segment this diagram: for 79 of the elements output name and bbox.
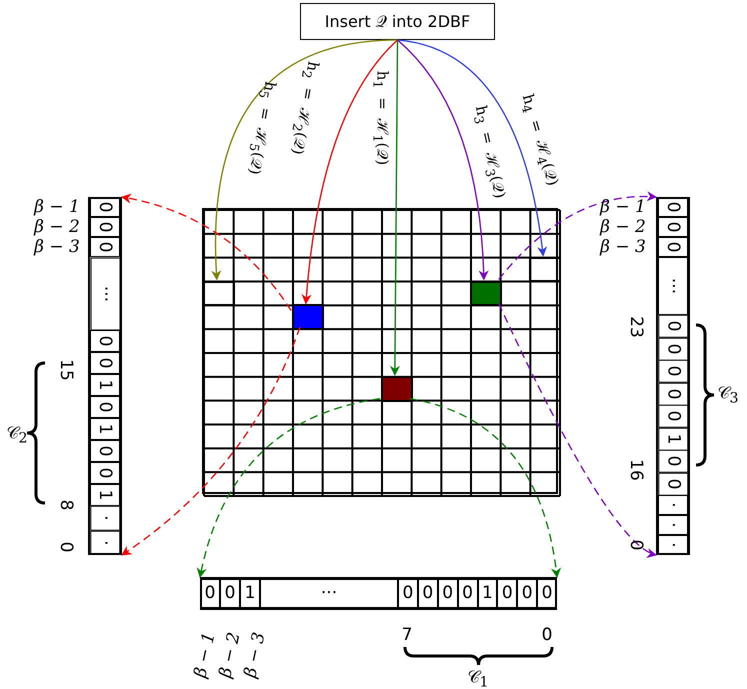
brace-label: 𝒞$_{1}$ xyxy=(468,667,488,689)
bit-array xyxy=(88,197,122,555)
filled-cell xyxy=(292,304,324,330)
bit-cell: 0 xyxy=(658,217,688,237)
bit-cell: ··· xyxy=(658,257,688,315)
bit-array xyxy=(200,577,557,610)
bit-index: β − 2 xyxy=(600,217,646,237)
arrow xyxy=(397,40,488,280)
bit-cell: 0 xyxy=(90,396,120,418)
bit-index: 23 xyxy=(626,316,646,338)
dashed-arrow xyxy=(410,398,561,578)
bit-cell: 0 xyxy=(497,579,518,608)
bit-cell: 1 xyxy=(658,428,688,450)
bit-cell: 0 xyxy=(537,579,555,608)
arrow xyxy=(302,40,398,304)
grid-cell xyxy=(203,280,235,306)
bit-cell: 0 xyxy=(658,338,688,360)
filled-cell xyxy=(470,280,502,306)
arrow xyxy=(390,40,400,376)
bit-cell: 0 xyxy=(658,382,688,405)
bit-cell: 0 xyxy=(220,579,240,608)
bit-cell: 1 xyxy=(90,418,120,440)
bit-index: β − 2 xyxy=(34,217,80,237)
bit-grid xyxy=(202,208,558,494)
bit-cell: 0 xyxy=(458,579,478,608)
bit-cell: · xyxy=(658,535,688,553)
dashed-arrow xyxy=(121,326,300,556)
brace-label: 𝒞$_{3}$ xyxy=(718,383,738,407)
bit-cell: · xyxy=(90,530,120,553)
bit-cell: 1 xyxy=(90,374,120,396)
bit-cell: 0 xyxy=(658,450,688,472)
bit-cell: 0 xyxy=(517,579,538,608)
dashed-arrow xyxy=(197,398,380,578)
bit-cell: 0 xyxy=(438,579,458,608)
bit-cell: 1 xyxy=(90,484,120,506)
bit-cell: 0 xyxy=(418,579,438,608)
bit-index: 7 xyxy=(402,625,412,645)
bit-cell: ··· xyxy=(260,579,398,608)
bit-cell: 0 xyxy=(90,199,120,217)
bit-cell: 0 xyxy=(90,237,120,257)
bit-cell: 0 xyxy=(658,315,688,338)
bit-cell: 0 xyxy=(658,472,688,495)
bit-cell: 0 xyxy=(658,199,688,217)
bit-index: 0 xyxy=(626,540,646,550)
bit-cell: · xyxy=(658,495,688,515)
bit-cell: 1 xyxy=(478,579,498,608)
brace-label: 𝒞$_{2}$ xyxy=(6,423,28,447)
bit-array xyxy=(656,197,690,555)
bit-cell: 0 xyxy=(90,440,120,462)
bit-cell: 0 xyxy=(90,330,120,352)
grid-cell xyxy=(529,256,561,282)
bit-cell: · xyxy=(658,515,688,535)
bit-index: 0 xyxy=(56,542,76,552)
filled-cell xyxy=(381,376,413,402)
bit-cell: 0 xyxy=(90,217,120,237)
arrow xyxy=(212,39,398,280)
bit-index: β − 3 xyxy=(34,237,80,257)
bit-cell: 0 xyxy=(90,462,120,484)
bit-cell: ··· xyxy=(90,257,120,330)
bit-cell: 0 xyxy=(658,360,688,382)
bit-cell: 0 xyxy=(658,405,688,428)
bit-cell: · xyxy=(90,506,120,530)
dashed-arrow xyxy=(121,194,292,311)
dashed-arrow xyxy=(498,192,657,280)
bit-cell: 0 xyxy=(202,579,220,608)
bit-cell: 0 xyxy=(658,237,688,257)
dashed-arrow xyxy=(498,303,657,556)
bit-index: 8 xyxy=(56,500,76,510)
arrow xyxy=(397,39,547,257)
bit-cell: 1 xyxy=(240,579,260,608)
bit-index: 15 xyxy=(56,359,76,381)
bit-index: β − 3 xyxy=(600,237,646,257)
step-box: Insert 𝒬 into 2DBF xyxy=(300,3,495,40)
bit-index: β − 1 xyxy=(34,197,80,217)
bit-index: 0 xyxy=(542,625,552,645)
bit-index: β − 1 xyxy=(600,197,646,217)
bit-cell: 0 xyxy=(398,579,418,608)
bit-cell: 0 xyxy=(90,352,120,374)
bit-index: 16 xyxy=(626,459,646,481)
